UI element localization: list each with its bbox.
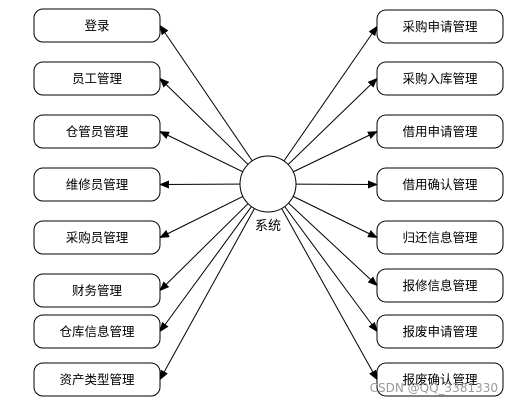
left-node-label: 财务管理: [72, 283, 123, 298]
right-node: 采购入库管理: [376, 61, 504, 96]
right-edge-arrow: [267, 183, 378, 333]
right-node-label: 借用确认管理: [402, 177, 478, 192]
left-node-label: 登录: [84, 18, 109, 33]
left-node-box: [33, 61, 161, 96]
left-node-label: 仓管员管理: [66, 124, 129, 139]
right-node-box: [376, 9, 504, 44]
left-node: 维修员管理: [33, 167, 161, 202]
left-node: 仓管员管理: [33, 114, 161, 149]
right-node-box: [376, 314, 504, 349]
right-node: 报废确认管理: [376, 362, 504, 397]
right-node-label: 报修信息管理: [402, 278, 478, 293]
left-node-box: [33, 314, 161, 349]
right-node: 采购申请管理: [376, 9, 504, 44]
right-node-box: [376, 114, 504, 149]
right-node: 报废申请管理: [376, 314, 504, 349]
right-node-box: [376, 362, 504, 397]
right-edge-arrow: [267, 183, 378, 381]
right-node-label: 报废申请管理: [402, 324, 478, 339]
left-node-box: [33, 220, 161, 255]
right-node-label: 采购申请管理: [402, 19, 478, 34]
left-node-box: [33, 167, 161, 202]
left-node-label: 采购员管理: [66, 230, 129, 245]
left-node-box: [33, 273, 161, 308]
center-circle: [239, 155, 297, 213]
left-edge-arrow: [159, 24, 269, 185]
left-node-label: 员工管理: [72, 71, 123, 86]
center-node: 系统: [239, 155, 297, 234]
left-node: 员工管理: [33, 61, 161, 96]
center-label: 系统: [255, 219, 281, 234]
left-node: 资产类型管理: [33, 362, 161, 397]
right-node-box: [376, 167, 504, 202]
left-node: 登录: [33, 8, 161, 43]
right-node: 借用申请管理: [376, 114, 504, 149]
right-node: 报修信息管理: [376, 268, 504, 303]
right-node-label: 报废确认管理: [402, 372, 478, 387]
left-edge-arrow: [159, 183, 269, 381]
left-node-box: [33, 362, 161, 397]
right-node: 借用确认管理: [376, 167, 504, 202]
left-node-label: 维修员管理: [66, 177, 129, 192]
right-node-box: [376, 220, 504, 255]
left-node: 采购员管理: [33, 220, 161, 255]
right-node-label: 采购入库管理: [402, 71, 478, 86]
watermark: CSDN @QQ_3381330: [370, 381, 498, 395]
left-node: 仓库信息管理: [33, 314, 161, 349]
left-node: 财务管理: [33, 273, 161, 308]
left-node-label: 仓库信息管理: [59, 324, 135, 339]
left-node-label: 资产类型管理: [59, 372, 135, 387]
right-node: 归还信息管理: [376, 220, 504, 255]
left-node-box: [33, 8, 161, 43]
right-node-label: 归还信息管理: [402, 230, 478, 245]
right-node-box: [376, 268, 504, 303]
right-edge-arrow: [267, 25, 378, 185]
left-node-box: [33, 114, 161, 149]
right-node-label: 借用申请管理: [402, 124, 478, 139]
right-nodes-group: 采购申请管理采购入库管理借用申请管理借用确认管理归还信息管理报修信息管理报废申请…: [376, 9, 504, 397]
right-node-box: [376, 61, 504, 96]
left-edge-arrow: [159, 183, 269, 333]
